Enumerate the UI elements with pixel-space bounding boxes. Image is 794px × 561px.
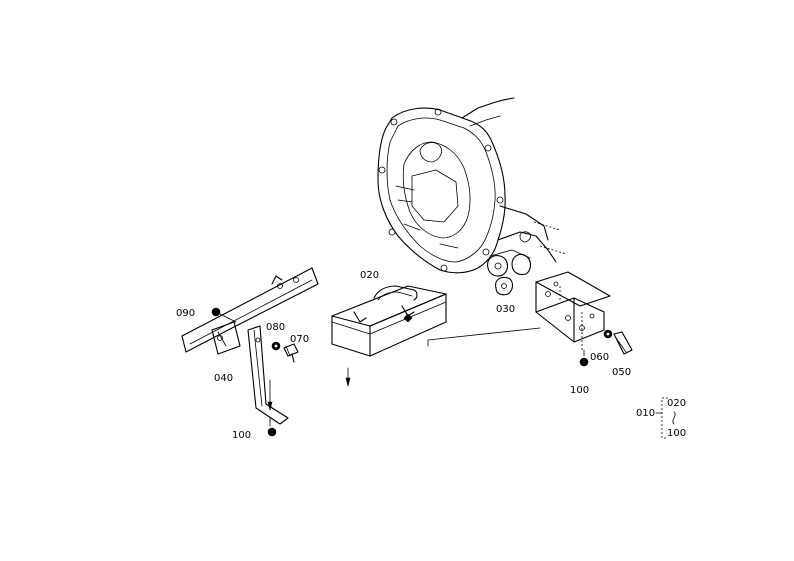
- label-010: 010: [636, 408, 655, 419]
- nut-100-left: [267, 417, 277, 437]
- washer-060: [603, 329, 613, 339]
- nut-100-right: [579, 349, 589, 367]
- label-020-assembly: 020: [667, 398, 686, 409]
- label-050: 050: [612, 367, 631, 378]
- label-030: 030: [496, 304, 515, 315]
- stay-040: [247, 325, 289, 425]
- label-020: 020: [360, 270, 379, 281]
- label-100-right: 100: [570, 385, 589, 396]
- side-frame-left: [181, 267, 319, 355]
- bolt-050: [613, 331, 633, 355]
- clutch-housing: [377, 97, 567, 296]
- label-040: 040: [214, 373, 233, 384]
- label-090: 090: [176, 308, 195, 319]
- washer-080: [271, 341, 281, 351]
- label-070: 070: [290, 334, 309, 345]
- label-080: 080: [266, 322, 285, 333]
- label-060: 060: [590, 352, 609, 363]
- nut-090: [211, 307, 237, 323]
- bracket-030: [535, 271, 611, 350]
- assembly-bracket-010: [655, 397, 676, 439]
- tool-box-020: [331, 285, 541, 387]
- label-100-left: 100: [232, 430, 251, 441]
- label-100-assembly: 100: [667, 428, 686, 439]
- bolt-070: [283, 343, 299, 363]
